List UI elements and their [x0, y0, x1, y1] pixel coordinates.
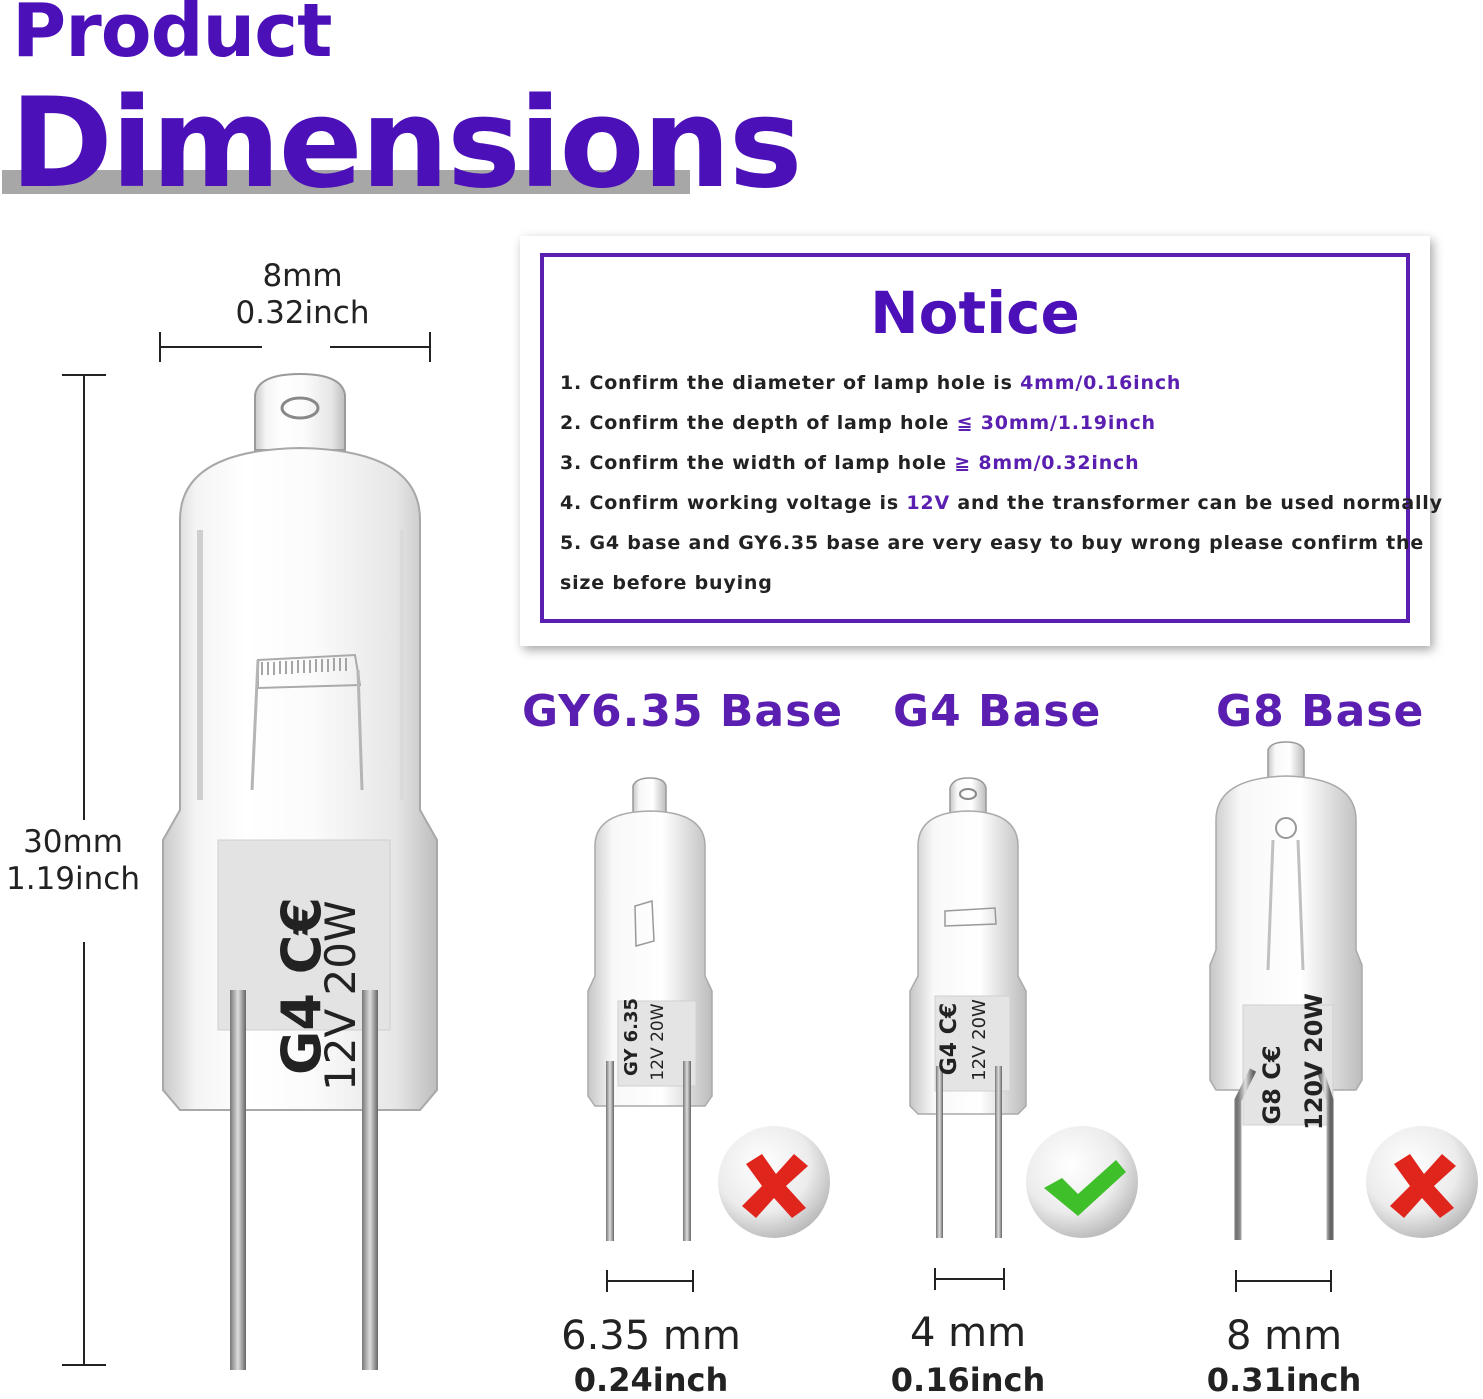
- gy635-spacing-mm: 6.35 mm: [561, 1313, 741, 1359]
- g8-spacing-inch: 0.31inch: [1206, 1361, 1362, 1399]
- main-bulb-image: [162, 372, 438, 1370]
- main-width-label: 8mm 0.32inch: [195, 258, 410, 332]
- notice-item-5-text: 5. G4 base and GY6.35 base are very easy…: [560, 532, 1425, 554]
- notice-item-5-cont-text: size before buying: [560, 572, 773, 594]
- notice-item-4-highlight: 12V: [906, 492, 950, 514]
- notice-item-5-cont: size before buying: [560, 574, 773, 593]
- g8-wrong-icon: [1366, 1126, 1478, 1238]
- base-label-g8: G8 Base: [1216, 686, 1425, 737]
- notice-item-1-highlight: 4mm/0.16inch: [1020, 372, 1182, 394]
- notice-item-5: 5. G4 base and GY6.35 base are very easy…: [560, 534, 1424, 553]
- gy635-spacing-inch: 0.24inch: [573, 1361, 729, 1399]
- notice-item-4: 4. Confirm working voltage is 12V and th…: [560, 494, 1443, 513]
- notice-frame: [540, 253, 1410, 623]
- base-label-gy635: GY6.35 Base: [522, 686, 844, 737]
- notice-item-2-highlight: ≦ 30mm/1.19inch: [956, 412, 1156, 434]
- main-height-label: 30mm 1.19inch: [0, 824, 146, 898]
- notice-item-3-text: 3. Confirm the width of lamp hole: [560, 452, 955, 474]
- g8-bulb-image: [1209, 741, 1363, 1240]
- notice-item-3: 3. Confirm the width of lamp hole ≧ 8mm/…: [560, 454, 1139, 473]
- main-height-inch: 1.19inch: [6, 861, 140, 898]
- notice-item-4-text: 4. Confirm working voltage is: [560, 492, 907, 514]
- main-width-mm: 8mm: [262, 258, 343, 294]
- gy635-bulb-image: [587, 777, 713, 1241]
- g8-spacing-mm: 8 mm: [1225, 1313, 1343, 1359]
- notice-item-1-text: 1. Confirm the diameter of lamp hole is: [560, 372, 1021, 394]
- title-line-1: Product: [12, 0, 332, 74]
- g4-correct-icon: [1026, 1126, 1138, 1238]
- notice-title: Notice: [870, 279, 1080, 347]
- g4-bulb-image: [909, 777, 1027, 1238]
- g4-spacing-inch: 0.16inch: [890, 1361, 1046, 1399]
- title-underline-bar: [2, 170, 690, 194]
- main-width-inch: 0.32inch: [235, 295, 370, 332]
- title-line-2: Dimensions: [10, 72, 803, 216]
- notice-card: Notice 1. Confirm the diameter of lamp h…: [520, 236, 1442, 646]
- g4-spacing-mm: 4 mm: [909, 1310, 1027, 1356]
- notice-item-4-suffix: and the transformer can be used normally: [949, 492, 1443, 514]
- base-label-g4: G4 Base: [893, 686, 1102, 737]
- main-height-mm: 30mm: [23, 824, 123, 860]
- notice-item-2: 2. Confirm the depth of lamp hole ≦ 30mm…: [560, 414, 1156, 433]
- notice-item-2-text: 2. Confirm the depth of lamp hole: [560, 412, 957, 434]
- notice-item-3-highlight: ≧ 8mm/0.32inch: [954, 452, 1140, 474]
- gy635-wrong-icon: [718, 1126, 830, 1238]
- notice-item-1: 1. Confirm the diameter of lamp hole is …: [560, 374, 1181, 393]
